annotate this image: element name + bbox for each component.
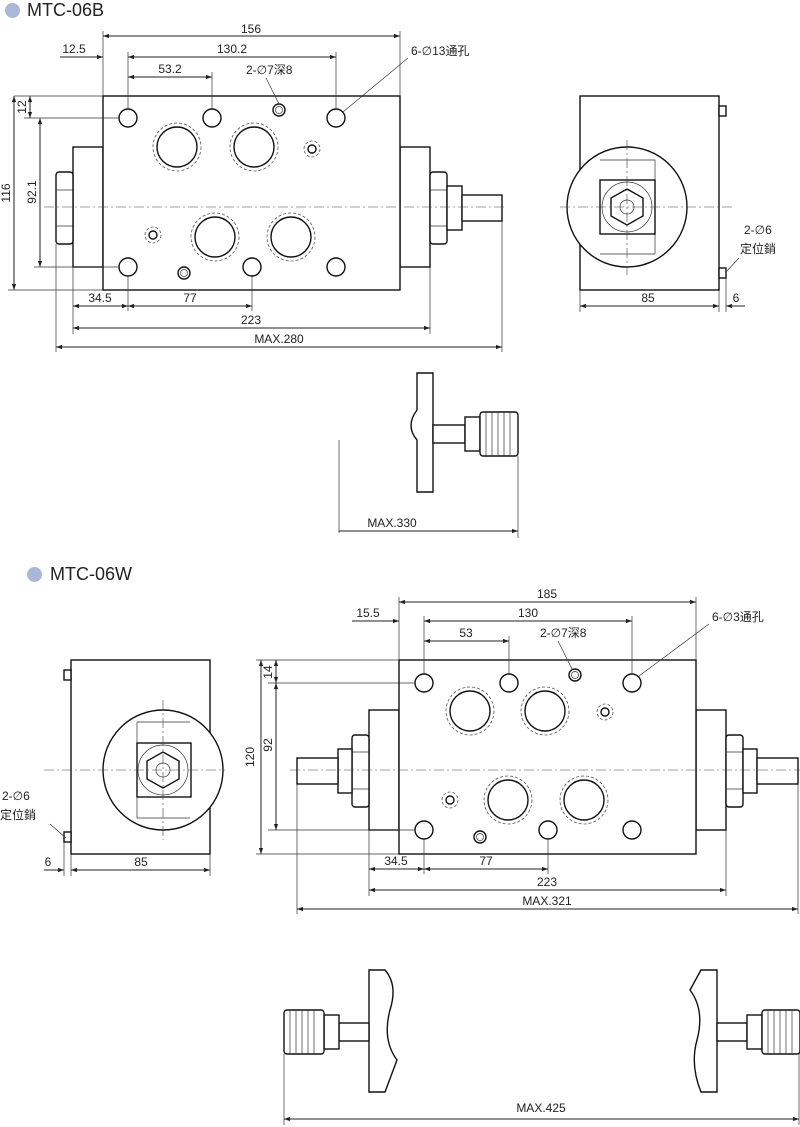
- b-dim-max: MAX.280: [254, 332, 304, 346]
- w-knob-dim-max: MAX.425: [516, 1101, 566, 1115]
- b-ports: [144, 122, 321, 262]
- w-side-dim-85: 85: [134, 855, 148, 869]
- b-pin-hole-1: [272, 103, 286, 117]
- w-knob-shaft-right: [716, 1022, 748, 1042]
- b-pin-hole-2: [177, 266, 191, 280]
- b-hole-note: 6-∅13通孔: [411, 44, 469, 58]
- w-dim-92: 92: [261, 738, 275, 752]
- w-knob-collar-right: [746, 1014, 763, 1050]
- b-dim-223: 223: [241, 313, 261, 327]
- w-dim-15-5: 15.5: [356, 606, 380, 620]
- w-side-hex: [146, 751, 180, 789]
- w-knob-collar-left: [323, 1014, 340, 1050]
- b-dim-156: 156: [241, 22, 261, 36]
- w-dim-130: 130: [518, 606, 538, 620]
- b-through-holes: [118, 108, 346, 277]
- b-side-dim-6: 6: [733, 291, 740, 305]
- w-dim-185: 185: [537, 587, 557, 601]
- b-pin-note-1: 2-∅6: [744, 223, 772, 237]
- b-dim-116: 116: [0, 183, 13, 202]
- w-through-holes: [414, 673, 642, 840]
- b-right-rod: [461, 194, 503, 222]
- w-dim-34-5: 34.5: [384, 854, 408, 868]
- b-right-collar: [446, 185, 463, 231]
- w-side-view: 2-∅6 定位銷 6 85: [0, 659, 225, 876]
- w-dowel-top: [63, 669, 72, 681]
- b-left-nut: [55, 171, 74, 245]
- b-dim-92-1: 92.1: [25, 180, 39, 204]
- section-bullet-w: [27, 567, 42, 582]
- w-side-dim-6: 6: [45, 855, 52, 869]
- w-pin-hole-note: 2-∅7深8: [540, 626, 587, 640]
- b-dim-12-5: 12.5: [62, 42, 86, 56]
- w-knob-view: MAX.425: [283, 969, 800, 1125]
- w-pin-hole-1: [568, 668, 582, 682]
- b-dim-130-2: 130.2: [217, 42, 247, 56]
- b-dowel-top: [718, 105, 727, 117]
- b-front-view: 156 12.5 130.2 53.2 2-∅7深8 6-∅13通孔 12 11…: [0, 22, 505, 352]
- b-knob-grip: [479, 411, 519, 457]
- section-title-w: MTC-06W: [50, 564, 132, 584]
- w-left-rod: [296, 757, 339, 785]
- w-dim-77: 77: [479, 854, 493, 868]
- b-dim-34-5: 34.5: [88, 291, 112, 305]
- w-knob-plate-right: [689, 969, 718, 1093]
- w-right-rod: [756, 757, 799, 785]
- b-side-view: 2-∅6 定位銷 85 6: [560, 95, 776, 312]
- w-dim-120: 120: [243, 747, 257, 767]
- b-dim-53-2: 53.2: [158, 62, 182, 76]
- w-dim-14: 14: [261, 665, 275, 679]
- w-front-view: 185 15.5 130 53 2-∅7深8 6-∅3通孔 14 120 92 …: [243, 587, 800, 914]
- w-right-collar: [742, 748, 758, 794]
- w-knob-plate-left: [368, 969, 398, 1093]
- b-dim-12: 12: [15, 100, 29, 114]
- w-dim-223: 223: [537, 875, 557, 889]
- w-hole-note: 6-∅3通孔: [712, 610, 764, 624]
- b-pin-hole-note: 2-∅7深8: [246, 63, 293, 77]
- b-dim-77: 77: [183, 291, 197, 305]
- b-pin-note-2: 定位銷: [740, 241, 776, 256]
- b-dowel-bottom: [718, 267, 727, 279]
- b-right-nut: [429, 171, 448, 245]
- w-ports: [441, 686, 614, 825]
- w-right-nut: [725, 734, 744, 808]
- b-knob-plate: [410, 372, 434, 493]
- section-bullet-b: [5, 3, 20, 18]
- w-left-nut: [351, 734, 370, 808]
- b-knob-collar: [464, 416, 481, 452]
- section-title-b: MTC-06B: [27, 0, 105, 20]
- w-pin-note-2: 定位銷: [0, 807, 36, 822]
- w-dim-53: 53: [459, 626, 473, 640]
- b-knob-view: MAX.330: [338, 372, 519, 538]
- b-knob-shaft: [432, 424, 466, 444]
- w-pin-hole-2: [473, 830, 487, 844]
- b-side-dim-85: 85: [641, 291, 655, 305]
- w-knob-grip-right: [761, 1009, 800, 1055]
- w-left-collar: [337, 748, 353, 794]
- w-dowel-bottom: [63, 831, 72, 843]
- w-pin-note-1: 2-∅6: [2, 789, 30, 803]
- w-dim-max: MAX.321: [522, 894, 572, 908]
- b-knob-dim-max: MAX.330: [367, 516, 417, 530]
- w-knob-shaft-left: [338, 1022, 370, 1042]
